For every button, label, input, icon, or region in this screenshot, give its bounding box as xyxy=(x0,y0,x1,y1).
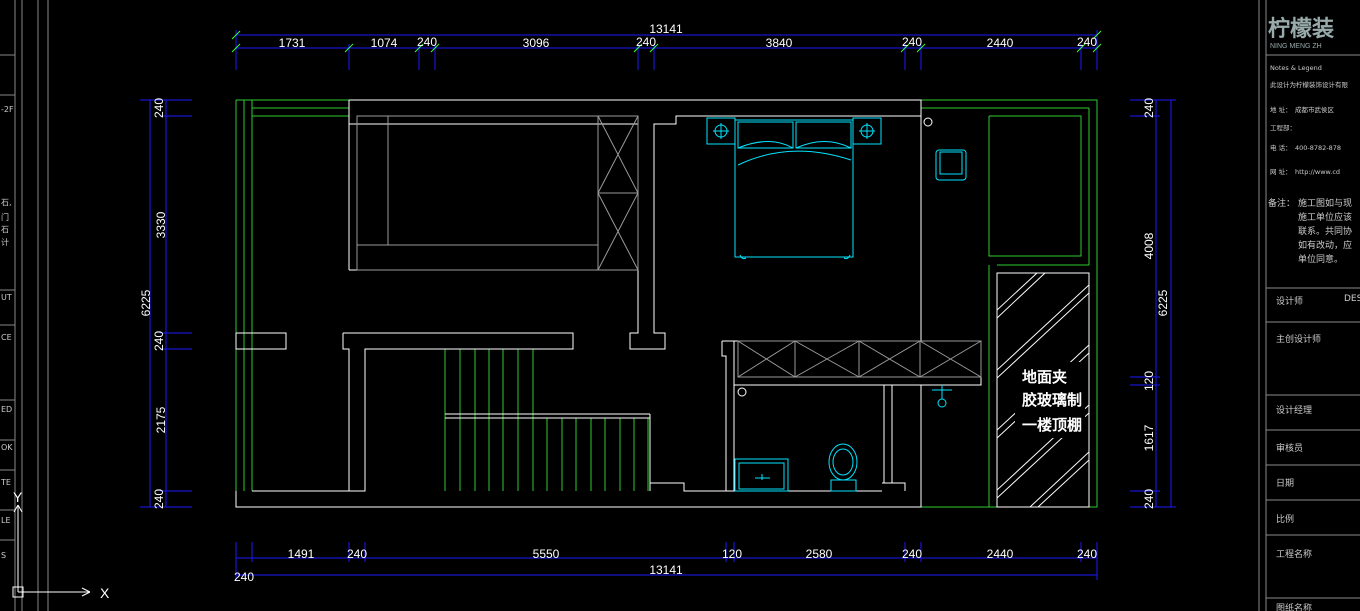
left-dimension-text: 6225 240 3330 240 2175 240 xyxy=(139,98,168,509)
left-frag-4: 计 xyxy=(1,237,9,247)
ucs-y-label: Y xyxy=(13,489,23,505)
brand-logo: 柠檬装 xyxy=(1268,16,1334,42)
glass-note-line3: 一楼顶棚 xyxy=(1022,416,1082,434)
designer-label: 设计师 xyxy=(1276,295,1303,307)
brand-logo-sub: NING MENG ZH xyxy=(1270,43,1322,50)
web-label: 网 址： xyxy=(1270,167,1292,176)
phone-value: 400-8782-878 xyxy=(1295,144,1341,152)
top-dim-0: 1731 xyxy=(279,36,306,50)
remark-label: 备注： xyxy=(1268,197,1295,209)
remark-line-4: 单位同意。 xyxy=(1298,253,1343,265)
bed xyxy=(734,119,854,260)
left-dim-4: 240 xyxy=(152,489,166,509)
shower xyxy=(932,385,952,408)
left-frag-1: 石, xyxy=(1,198,12,207)
notes-legend: Notes & Legend xyxy=(1270,64,1322,72)
bottom-dim-6: 2440 xyxy=(987,547,1014,561)
left-dim-1: 3330 xyxy=(154,211,168,238)
bottom-dim-start: 240 xyxy=(234,570,254,584)
remark-line-3: 如有改动，应 xyxy=(1298,239,1352,251)
top-dim-4: 240 xyxy=(636,35,656,49)
right-dim-1: 4008 xyxy=(1142,232,1156,259)
bottom-dim-5: 240 xyxy=(902,547,922,561)
title-block-info: Notes & Legend 此设计为柠檬装饰设计有限 地 址： 成都市武侯区 … xyxy=(1270,64,1349,176)
web-value: http://www.cd xyxy=(1295,168,1340,176)
left-frag-2: 门 xyxy=(1,212,9,222)
date-label: 日期 xyxy=(1276,478,1294,489)
remark-line-0: 施工图如与现 xyxy=(1298,197,1352,209)
top-dim-2: 240 xyxy=(417,35,437,49)
address-label: 地 址： xyxy=(1270,105,1292,114)
top-dimension-text: 13141 1731 1074 240 3096 240 3840 240 24… xyxy=(279,22,1098,50)
bottom-dim-3: 120 xyxy=(722,547,742,561)
design-manager-label: 设计经理 xyxy=(1276,404,1312,416)
bottom-total-dim: 13141 xyxy=(649,563,683,577)
nightstand-right xyxy=(852,117,882,145)
left-dim-0: 240 xyxy=(152,98,166,118)
left-frag-11: S xyxy=(1,551,6,560)
remark-line-2: 联系。共同协 xyxy=(1298,225,1352,237)
bottom-dimension-text: 1491 240 5550 120 2580 240 2440 240 240 … xyxy=(234,547,1097,584)
left-frag-7: ED xyxy=(1,405,12,414)
right-dim-2: 120 xyxy=(1142,371,1156,391)
remarks: 备注： 施工图如与现 施工单位应该 联系。共同协 如有改动，应 单位同意。 xyxy=(1268,197,1352,265)
designer-side: DES xyxy=(1344,294,1360,304)
legend-line: 此设计为柠檬装饰设计有限 xyxy=(1270,80,1349,89)
left-frag-6: CE xyxy=(1,333,12,342)
right-dim-3: 1617 xyxy=(1142,424,1156,451)
top-dim-1: 1074 xyxy=(371,36,398,50)
dimension-lines xyxy=(140,30,1176,580)
bottom-dim-0: 1491 xyxy=(288,547,315,561)
left-frag-10: LE xyxy=(1,516,11,525)
right-total-dim: 6225 xyxy=(1156,289,1170,316)
white-walls xyxy=(235,99,982,508)
ucs-x-label: X xyxy=(100,585,110,601)
project-dept-label: 工程部： xyxy=(1270,123,1296,132)
title-block-fields: 设计师 DES 主创设计师 设计经理 审核员 日期 比例 工程名称 图纸名称 xyxy=(1276,294,1360,611)
project-name-label: 工程名称 xyxy=(1276,548,1312,560)
reviewer-label: 审核员 xyxy=(1276,442,1303,454)
address-value: 成都市武侯区 xyxy=(1295,105,1335,114)
bottom-dim-1: 240 xyxy=(347,547,367,561)
top-dim-8: 240 xyxy=(1077,35,1097,49)
left-dim-3: 2175 xyxy=(154,406,168,433)
right-dim-4: 240 xyxy=(1142,489,1156,509)
toilet xyxy=(828,443,858,492)
left-frag-0: -2F xyxy=(1,105,14,114)
green-walls xyxy=(235,99,1098,508)
top-total-dim: 13141 xyxy=(649,22,683,36)
ucs-icon xyxy=(12,504,91,598)
bottom-dim-2: 5550 xyxy=(533,547,560,561)
left-panel xyxy=(0,0,49,611)
left-frag-5: UT xyxy=(1,293,12,302)
glass-note-line2: 胶玻璃制 xyxy=(1022,391,1082,409)
top-dim-7: 2440 xyxy=(987,36,1014,50)
left-frag-3: 石 xyxy=(1,225,9,234)
chief-designer-label: 主创设计师 xyxy=(1276,333,1321,345)
wardrobe xyxy=(356,115,982,378)
phone-label: 电 话： xyxy=(1270,143,1292,152)
glass-note-line1: 地面夹 xyxy=(1022,368,1067,386)
left-frag-9: TE xyxy=(0,478,11,487)
right-dimension-text: 6225 240 4008 120 1617 240 xyxy=(1142,98,1170,509)
left-dim-2: 240 xyxy=(152,331,166,351)
bottom-dim-4: 2580 xyxy=(806,547,833,561)
title-block-frame xyxy=(1258,0,1360,611)
chair xyxy=(935,149,967,181)
bottom-dim-7: 240 xyxy=(1077,547,1097,561)
top-dim-3: 3096 xyxy=(523,36,550,50)
left-total-dim: 6225 xyxy=(139,289,153,316)
top-dim-5: 3840 xyxy=(766,36,793,50)
nightstand-left xyxy=(706,117,736,145)
right-dim-0: 240 xyxy=(1142,98,1156,118)
scale-label: 比例 xyxy=(1276,513,1294,525)
sink xyxy=(734,458,789,492)
remark-line-1: 施工单位应该 xyxy=(1298,211,1352,223)
drawing-name-label: 图纸名称 xyxy=(1276,602,1312,611)
left-frag-8: OK xyxy=(1,443,13,452)
top-dim-6: 240 xyxy=(902,35,922,49)
